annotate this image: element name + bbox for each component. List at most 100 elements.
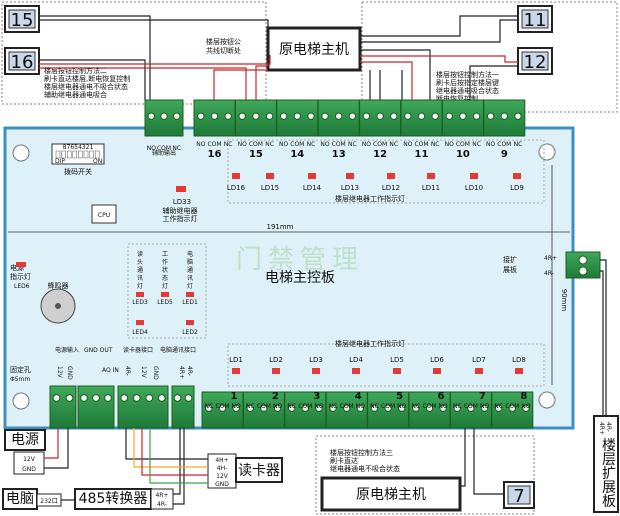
indicator-name-3: 讯 (187, 274, 193, 282)
aux-output-terminal-screw (147, 112, 156, 120)
indicator-led-LED5 (161, 292, 169, 297)
relay-terminal-6-screw (412, 404, 420, 412)
ao-in-label: AO IN (102, 367, 119, 374)
floor-terminal-10-pin: NO (445, 141, 454, 148)
floor-label-11: 11 (415, 149, 429, 160)
left-pin-label-2: GND (66, 366, 73, 380)
cpu-chip (91, 204, 117, 224)
relay-terminal-4-screw (356, 404, 365, 412)
power-pin-gnd: GND (22, 466, 36, 473)
converter-pins (150, 488, 174, 510)
left-note-line-4: 辅助继电器通电吸合 (44, 90, 107, 99)
relay-terminal-5-screw (398, 404, 406, 412)
floor-terminal-11-pin: NC (431, 141, 440, 148)
reader-box-label: 读卡器 (238, 462, 280, 479)
bottom-led-label-LD3: LD3 (309, 356, 323, 364)
exp-box-pin-2: 4R- (605, 422, 612, 432)
floor-terminal-13-screw (335, 112, 343, 120)
floor-terminal-14-pin: NO (279, 141, 288, 148)
buzzer-label: 蜂鸣器 (48, 281, 69, 290)
indicator-led-LED2 (186, 320, 194, 325)
gnd-ao-terminal-screw (104, 394, 112, 402)
top-led-LD14 (308, 173, 316, 179)
floor-terminal-9-pin: COM (497, 141, 511, 148)
dip-key[interactable] (66, 150, 72, 159)
pc-terminal[interactable] (171, 385, 195, 429)
floor-label-14: 14 (290, 149, 304, 160)
bottom-led-label-LD6: LD6 (430, 356, 444, 364)
reader-terminal-screw (145, 394, 154, 402)
buzzer-center (55, 303, 61, 309)
relay-terminal-1-screw (205, 404, 213, 412)
floor-terminal-16-pin: NO (196, 141, 205, 148)
bottom-led-label-LD2: LD2 (269, 356, 283, 364)
gnd-ao-terminal-screw (80, 394, 88, 402)
indicator-name-2: 工 (162, 251, 168, 258)
top-led-LD13 (346, 173, 354, 179)
left-note: 楼层按钮控制方法二刷卡直达楼层,断电恢复控制楼层继电器通电不吸合状态辅助继电器通… (44, 66, 130, 99)
floor-terminal-14-pin: NC (307, 141, 316, 148)
power-led-name: LED6 (14, 283, 30, 290)
top-led-label-LD15: LD15 (261, 184, 279, 192)
bottom-note-line-1: 楼层按钮控制方法三 (330, 448, 393, 457)
floor-label-12: 12 (373, 149, 387, 160)
left-pin-label-7: 4R- (186, 366, 193, 376)
floor-terminal-15-screw (252, 112, 260, 120)
left-note-line-3: 楼层继电器通电不吸合状态 (44, 82, 128, 91)
relay-terminal-7-screw (480, 404, 489, 412)
dip-key[interactable] (61, 150, 66, 159)
box-11-inner (521, 9, 549, 29)
dip-key[interactable] (83, 150, 89, 159)
dip-switch[interactable] (51, 143, 105, 165)
relay-terminal-8-screw (508, 404, 516, 412)
floor-expansion-box (593, 415, 619, 513)
relay-terminal-8-pin: NC (494, 403, 503, 410)
indicator-led-LED1 (186, 292, 194, 297)
dip-key[interactable] (55, 150, 61, 159)
relay-label-6: 6 (438, 391, 445, 402)
reader-pin-1: 4H+ (215, 457, 228, 464)
bottom-led-LD2 (272, 368, 280, 374)
relay-terminal-1-pin: NC (204, 403, 213, 410)
reader-terminal-screw (120, 394, 129, 402)
dip-key[interactable] (72, 150, 78, 159)
bottom-led-label-LD5: LD5 (390, 356, 404, 364)
floor-terminal-11-pin: COM (414, 141, 428, 148)
exp-box-char: 楼 (602, 438, 616, 454)
floor-terminal-10-pin: NC (472, 141, 481, 148)
relay-terminal-5-pin: COM (381, 403, 395, 410)
indicator-name-1: 灯 (137, 282, 143, 290)
dip-key[interactable] (78, 150, 83, 159)
indicator-name-2: 状 (162, 266, 168, 274)
dip-key[interactable] (94, 150, 100, 159)
power-input-terminal[interactable] (49, 385, 77, 429)
box-12-label: 12 (524, 52, 547, 73)
dip-label-on: ON (93, 158, 102, 165)
relay-terminal-7-pin: NO (480, 403, 489, 410)
dip-label-dip: DIP (55, 158, 65, 165)
bottom-wire-2 (473, 428, 504, 495)
indicator-name-1: 头 (137, 258, 143, 266)
floor-terminal-12-pin: NO (362, 141, 371, 148)
relay-terminal-1-screw (218, 404, 227, 412)
relay-label-5: 5 (396, 391, 403, 402)
conv-pin-1: 4R+ (155, 492, 168, 499)
relay-label-4: 4 (355, 391, 362, 402)
relay-terminal-7-pin: COM (464, 403, 478, 410)
bottom-led-LD7 (475, 368, 483, 374)
floor-terminal-13-screw (321, 112, 329, 120)
reader-pin-4: GND (215, 481, 229, 488)
floor-label-15: 15 (249, 149, 263, 160)
box-15-inner (8, 9, 36, 29)
floor-terminal-12-pin: NC (389, 141, 398, 148)
left-pin-label-1: 12V (56, 366, 63, 379)
left-terminal-strips (49, 385, 195, 429)
gnd-ao-terminal[interactable] (77, 385, 115, 429)
power-pin-box (13, 451, 45, 475)
dip-key[interactable] (89, 150, 94, 159)
floor-terminal-12-screw (376, 112, 384, 120)
reader-terminal[interactable] (117, 385, 169, 429)
floor-terminal-10-screw (472, 112, 481, 120)
